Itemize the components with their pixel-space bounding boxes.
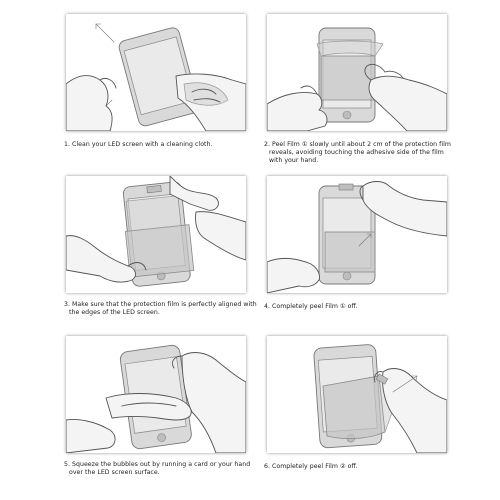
caption-line: 3. Make sure that the protection film is… bbox=[64, 301, 257, 308]
step-2-caption: 2. Peel Film ① slowly until about 2 cm o… bbox=[264, 141, 451, 165]
step-2-illustration bbox=[267, 14, 447, 131]
step-4-caption: 4. Completely peel Film ① off. bbox=[264, 303, 357, 311]
peel-film-1-off-illustration bbox=[267, 181, 447, 293]
caption-line: reveals, avoiding touching the adhesive … bbox=[269, 149, 444, 156]
caption-line: 2. Peel Film ① slowly until about 2 cm o… bbox=[264, 141, 451, 148]
step-5-caption: 5. Squeeze the bubbles out by running a … bbox=[64, 461, 250, 477]
caption-line: 6. Completely peel Film ② off. bbox=[264, 463, 358, 470]
cleaning-illustration bbox=[66, 23, 246, 131]
step-6-caption: 6. Completely peel Film ② off. bbox=[264, 463, 357, 471]
caption-line: 1. Clean your LED screen with a cleaning… bbox=[64, 141, 213, 148]
step-1-illustration bbox=[66, 14, 246, 131]
caption-line: over the LED screen surface. bbox=[69, 469, 160, 476]
caption-line: 5. Squeeze the bubbles out by running a … bbox=[64, 461, 251, 468]
caption-line: the edges of the LED screen. bbox=[69, 309, 160, 316]
step-3-illustration bbox=[66, 176, 246, 293]
peel-film-2-off-illustration bbox=[313, 344, 447, 453]
caption-line: with your hand. bbox=[269, 157, 319, 164]
peel-film-1-illustration bbox=[267, 27, 447, 131]
step-3-caption: 3. Make sure that the protection film is… bbox=[64, 301, 257, 317]
caption-line: 4. Completely peel Film ① off. bbox=[264, 303, 358, 310]
step-6-illustration bbox=[267, 336, 447, 453]
step-5-illustration bbox=[66, 336, 246, 453]
step-1-caption: 1. Clean your LED screen with a cleaning… bbox=[64, 141, 213, 149]
squeeze-bubbles-illustration bbox=[66, 344, 246, 453]
step-4-illustration bbox=[267, 176, 447, 293]
align-film-illustration bbox=[66, 176, 246, 287]
